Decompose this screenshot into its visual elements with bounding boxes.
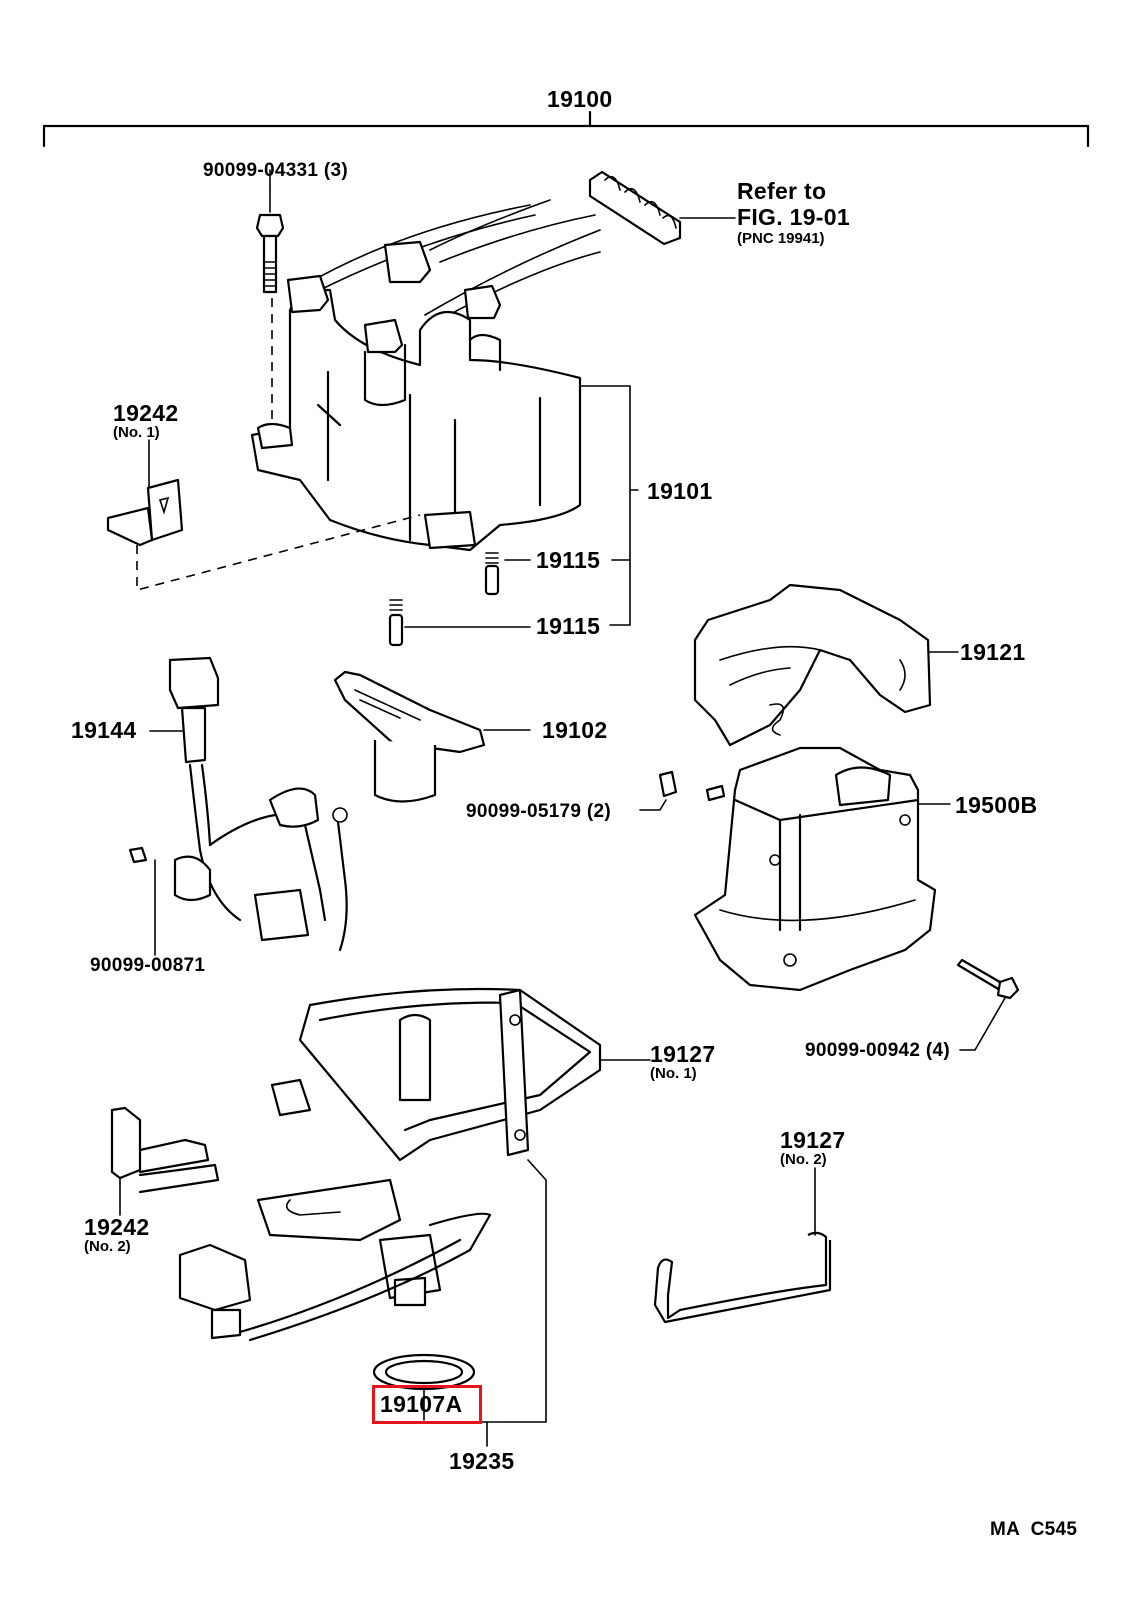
distributor-cap-drawing: [250, 199, 601, 552]
part-note-19242-no1: (No. 1): [113, 424, 160, 441]
nut-drawing: [639, 770, 678, 811]
part-label-19242-no2[interactable]: 19242: [84, 1214, 150, 1240]
part-label-19107a[interactable]: 19107A: [380, 1391, 463, 1417]
refer-fig-link[interactable]: FIG. 19-01: [737, 204, 850, 230]
part-label-90099-00942[interactable]: 90099-00942 (4): [805, 1040, 950, 1061]
highlight-box-19107a: [372, 1385, 482, 1424]
housing-screw-drawing: [956, 958, 1020, 1051]
cover-drawing: [693, 583, 959, 747]
part-note-19127-no1: (No. 1): [650, 1065, 697, 1082]
part-label-19100[interactable]: 19100: [547, 86, 613, 112]
figure-code: MA C545: [990, 1519, 1078, 1540]
part-label-19127-no1[interactable]: 19127: [650, 1041, 716, 1067]
distributor-body-drawing: [238, 987, 651, 1342]
cap-leader-lines: [269, 169, 639, 628]
spring-drawings: [388, 552, 500, 647]
part-label-19101[interactable]: 19101: [647, 478, 713, 504]
refer-pnc-note: (PNC 19941): [737, 230, 825, 247]
part-label-90099-05179[interactable]: 90099-05179 (2): [466, 801, 611, 822]
refer-to-label: Refer to: [737, 178, 827, 204]
part-label-90099-04331[interactable]: 90099-04331 (3): [203, 160, 348, 181]
part-label-19242-no1[interactable]: 19242: [113, 400, 179, 426]
part-label-19102[interactable]: 19102: [542, 717, 608, 743]
harness-drawing: [128, 656, 348, 956]
cap-screw-drawing: [255, 189, 285, 430]
connector-drawing: [178, 1243, 252, 1340]
part-note-19242-no2: (No. 2): [84, 1238, 131, 1255]
wire-clamp-drawing: [588, 170, 736, 246]
part-label-19235[interactable]: 19235: [449, 1448, 515, 1474]
bracket-no1-drawing: [106, 439, 421, 592]
assembly-bracket-line: [42, 110, 1090, 148]
part-label-19144[interactable]: 19144: [71, 717, 137, 743]
part-label-19115-upper[interactable]: 19115: [536, 547, 601, 573]
part-label-19127-no2[interactable]: 19127: [780, 1127, 846, 1153]
part-note-19127-no2: (No. 2): [780, 1151, 827, 1168]
part-label-19121[interactable]: 19121: [960, 639, 1026, 665]
part-label-90099-00871[interactable]: 90099-00871: [90, 955, 206, 976]
rotor-drawing: [333, 670, 531, 803]
part-label-19500b[interactable]: 19500B: [955, 792, 1038, 818]
gasket-no2-drawing: [653, 1167, 832, 1324]
bracket-no2-drawing: [110, 1106, 220, 1216]
housing-drawing: [693, 746, 951, 992]
o-ring-drawing: [372, 1353, 476, 1421]
part-label-19115-lower[interactable]: 19115: [536, 613, 601, 639]
